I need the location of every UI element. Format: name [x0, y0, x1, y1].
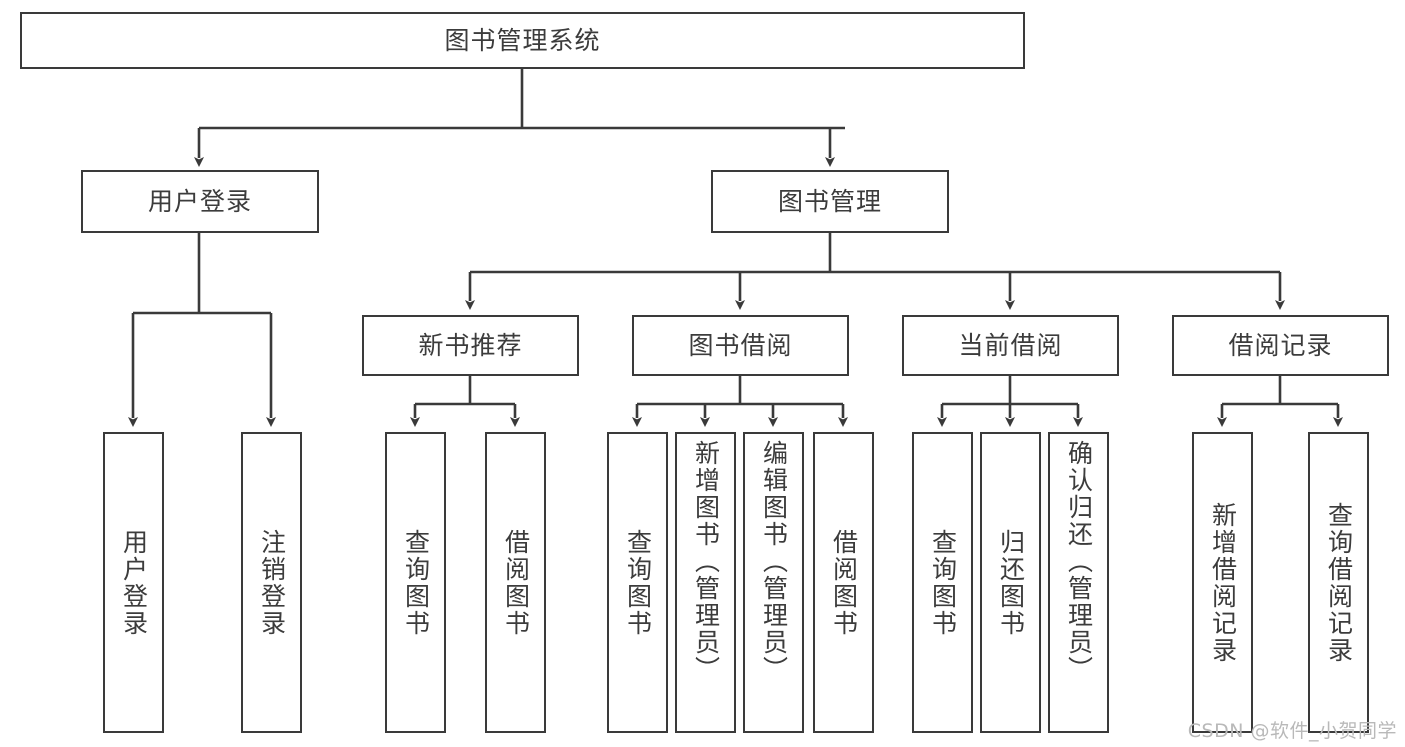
- leaf-borrow-records-query-record[interactable]: 查询借阅记录: [1308, 432, 1369, 733]
- node-label: 借阅图书: [829, 528, 859, 637]
- node-label: 编辑图书（管理员）: [759, 440, 789, 683]
- leaf-current-borrow-query-books[interactable]: 查询图书: [912, 432, 973, 733]
- leaf-current-borrow-confirm-return-admin[interactable]: 确认归还（管理员）: [1048, 432, 1109, 733]
- node-label: 图书借阅: [688, 330, 793, 360]
- node-label: 新增图书（管理员）: [691, 440, 721, 683]
- leaf-current-borrow-return-books[interactable]: 归还图书: [980, 432, 1041, 733]
- node-label: 新增借阅记录: [1208, 501, 1238, 664]
- node-borrow-records[interactable]: 借阅记录: [1172, 315, 1389, 376]
- node-new-book-recommend[interactable]: 新书推荐: [362, 315, 579, 376]
- node-label: 新书推荐: [418, 330, 523, 360]
- node-label: 借阅图书: [501, 528, 531, 637]
- leaf-book-borrow-edit-book-admin[interactable]: 编辑图书（管理员）: [743, 432, 804, 733]
- leaf-user-login-login[interactable]: 用户登录: [103, 432, 164, 733]
- leaf-book-borrow-add-book-admin[interactable]: 新增图书（管理员）: [675, 432, 736, 733]
- node-label: 查询图书: [401, 528, 431, 637]
- csdn-watermark: CSDN @软件_小贺同学: [1187, 720, 1397, 742]
- node-label: 用户登录: [119, 528, 149, 637]
- node-label: 图书管理系统: [444, 25, 601, 55]
- leaf-new-book-borrow-books[interactable]: 借阅图书: [485, 432, 546, 733]
- node-user-login[interactable]: 用户登录: [81, 170, 319, 233]
- node-book-management-system[interactable]: 图书管理系统: [20, 12, 1025, 69]
- leaf-book-borrow-borrow-books[interactable]: 借阅图书: [813, 432, 874, 733]
- node-label: 查询图书: [623, 528, 653, 637]
- node-label: 注销登录: [257, 528, 287, 637]
- node-label: 归还图书: [996, 528, 1026, 637]
- node-label: 查询图书: [928, 528, 958, 637]
- node-book-borrow[interactable]: 图书借阅: [632, 315, 849, 376]
- node-label: 用户登录: [147, 186, 252, 216]
- node-current-borrow[interactable]: 当前借阅: [902, 315, 1119, 376]
- node-label: 当前借阅: [958, 330, 1063, 360]
- node-label: 借阅记录: [1228, 330, 1333, 360]
- leaf-user-login-logout[interactable]: 注销登录: [241, 432, 302, 733]
- leaf-new-book-query-books[interactable]: 查询图书: [385, 432, 446, 733]
- node-label: 查询借阅记录: [1324, 501, 1354, 664]
- leaf-borrow-records-add-record[interactable]: 新增借阅记录: [1192, 432, 1253, 733]
- node-label: 图书管理: [777, 186, 882, 216]
- node-book-management[interactable]: 图书管理: [711, 170, 949, 233]
- node-label: 确认归还（管理员）: [1064, 440, 1094, 683]
- leaf-book-borrow-query-books[interactable]: 查询图书: [607, 432, 668, 733]
